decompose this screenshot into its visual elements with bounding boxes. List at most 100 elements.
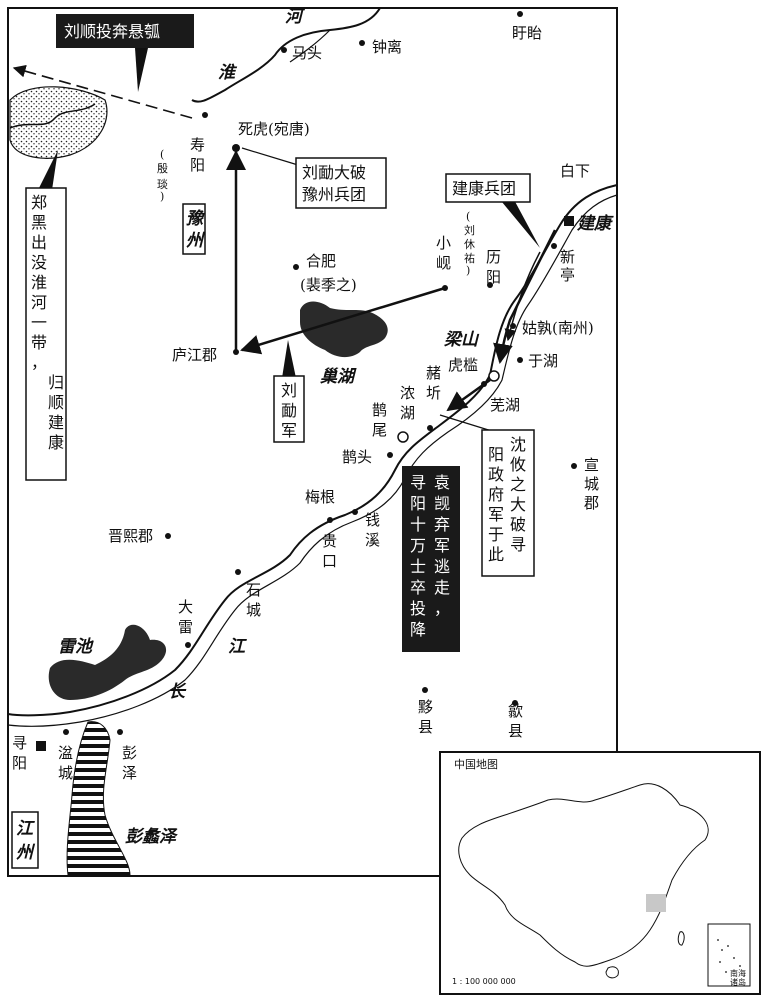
- label-shouyang: 寿阳: [190, 136, 205, 174]
- huai-river: [191, 7, 381, 103]
- yuzhou-box: [182, 203, 206, 255]
- label-gushu: 姑孰(南州): [522, 319, 594, 337]
- xunyang-capital-marker: [36, 741, 46, 751]
- label-xiaoxian: 小岘: [436, 234, 451, 272]
- label-wuhu: 芜湖: [490, 396, 520, 414]
- callout-shenyou-col1: 沈攸之大破寻: [510, 435, 526, 554]
- label-yuzhou: 豫州: [186, 209, 206, 251]
- hainan-island: [605, 966, 619, 979]
- label-pengze: 彭泽: [122, 744, 137, 782]
- label-huai: 淮: [218, 63, 238, 83]
- label-xunyang: 寻阳: [12, 734, 27, 772]
- label-chaohu: 巢湖: [319, 367, 357, 387]
- label-xuyi: 盱眙: [512, 24, 542, 42]
- zhenghei-region: [9, 86, 108, 159]
- label-lujiangjun: 庐江郡: [172, 346, 217, 364]
- label-shexian: 歙县: [508, 702, 523, 740]
- label-baixia: 白下: [560, 162, 590, 180]
- label-yinyan: (殷琰): [157, 148, 168, 203]
- label-matou: 马头: [292, 44, 322, 62]
- jiankang-army-route-2: [504, 251, 541, 342]
- zhenghei-river: [9, 103, 96, 129]
- leichi-lake: [48, 624, 167, 700]
- label-pencheng: 湓城: [58, 744, 73, 782]
- liushun-route: [12, 64, 193, 119]
- label-jiangzhou: 江州: [16, 819, 36, 863]
- label-xuanchengjun: 宣城郡: [584, 456, 599, 512]
- callout-zhenghei-text-2: 归顺建康: [48, 373, 64, 452]
- label-liyang: 历阳: [486, 248, 501, 286]
- islands-label-1: 南海: [730, 968, 746, 978]
- callout-liushun-text: 刘顺投奔悬瓠: [64, 22, 160, 41]
- label-liuxiuyou: (刘休祐): [464, 210, 475, 277]
- callout-jiankang-army-text: 建康兵团: [452, 179, 516, 198]
- label-guikou: 贵口: [322, 532, 337, 570]
- callout-liumian-army-text: 刘勔军: [281, 381, 297, 440]
- inset-highlight-area: [646, 894, 666, 912]
- jiankang-army-route: [493, 229, 557, 364]
- callout-yuanyi-col2: 寻阳十万士卒投降: [410, 473, 426, 639]
- yangtze-river: [7, 184, 618, 717]
- taiwan-island: [677, 931, 685, 946]
- label-yixian: 黟县: [418, 698, 433, 736]
- pointer-shenyou: [439, 414, 496, 433]
- callout-zhenghei-text: 郑黑出没淮河一带，: [31, 193, 47, 372]
- hollow-settlements: [397, 370, 500, 443]
- label-peijizhi: (裴季之): [300, 276, 357, 294]
- callout-liumian-win-line2: 豫州兵团: [302, 185, 366, 204]
- label-dalei: 大雷: [178, 598, 193, 636]
- callout-yuanyi: [402, 466, 460, 652]
- label-pengli: 彭蠡泽: [125, 827, 178, 847]
- label-liangshan: 梁山: [443, 330, 480, 350]
- label-yuhu: 于湖: [528, 352, 558, 370]
- callout-liumian-win-line1: 刘勔大破: [302, 163, 366, 182]
- label-luetou: 鹊头: [342, 448, 372, 466]
- pointer-zhenghei: [38, 150, 58, 190]
- callout-liumian-win: [295, 157, 387, 209]
- islands-label-2: 诸岛: [730, 977, 746, 987]
- liumian-west-arrow: [240, 286, 446, 355]
- pointer-liumian-army: [282, 340, 296, 378]
- inset-scale: 1 : 100 000 000: [452, 977, 516, 986]
- label-meigen: 梅根: [305, 488, 335, 506]
- callout-shenyou: [481, 429, 535, 577]
- label-he: 河: [285, 7, 306, 27]
- label-zhuqi: 赭圻: [426, 364, 441, 402]
- label-hefei: 合肥: [306, 252, 336, 270]
- callout-yuanyi-col1: 袁觊弃军逃走，: [434, 473, 450, 618]
- label-shicheng: 石城: [246, 581, 261, 619]
- china-outline: [458, 783, 709, 967]
- callout-shenyou-col2: 阳政府军于此: [488, 445, 504, 564]
- label-chang: 长: [168, 682, 187, 702]
- callout-liumian-army: [273, 375, 305, 443]
- river-upper: [289, 29, 331, 63]
- pointer-liushun: [135, 48, 148, 92]
- settlement-dots: [63, 11, 577, 735]
- label-zhongli: 钟离: [372, 38, 402, 56]
- yangtze-bank: [7, 194, 618, 727]
- label-jinxijun: 晋熙郡: [108, 527, 153, 545]
- label-jiankang: 建康: [576, 214, 614, 234]
- jiankang-capital-marker: [564, 216, 574, 226]
- pointer-liumian-win: [241, 147, 299, 166]
- label-qianxi: 钱溪: [365, 511, 380, 549]
- callout-zhenghei: [25, 187, 67, 481]
- jiangzhou-box: [11, 811, 39, 869]
- label-jiang: 江: [228, 637, 247, 657]
- pointer-jiankang-army: [497, 196, 540, 248]
- label-leichi: 雷池: [58, 637, 94, 657]
- callout-liushun: [56, 14, 194, 48]
- label-luwei: 鹊尾: [372, 401, 387, 439]
- label-nonghu: 浓湖: [400, 384, 415, 422]
- vertical-labels: 寿阳 (殷琰) 新亭 小岘 (刘休祐) 历阳 赭圻 浓湖 鹊尾 宣城郡 钱溪 贵…: [12, 136, 599, 782]
- label-hukan: 虎槛: [448, 356, 478, 374]
- south-china-sea-box: [707, 923, 751, 987]
- label-sihu: 死虎(宛唐): [238, 120, 310, 138]
- inset-title: 中国地图: [454, 758, 498, 771]
- inset-china-map: 中国地图 南海 诸岛 1 : 100 000 000: [439, 751, 761, 995]
- label-xinting: 新亭: [560, 248, 575, 284]
- pengli-lake: [66, 721, 131, 876]
- chaohu-lake: [300, 301, 388, 358]
- south-sea-islands: [717, 939, 741, 973]
